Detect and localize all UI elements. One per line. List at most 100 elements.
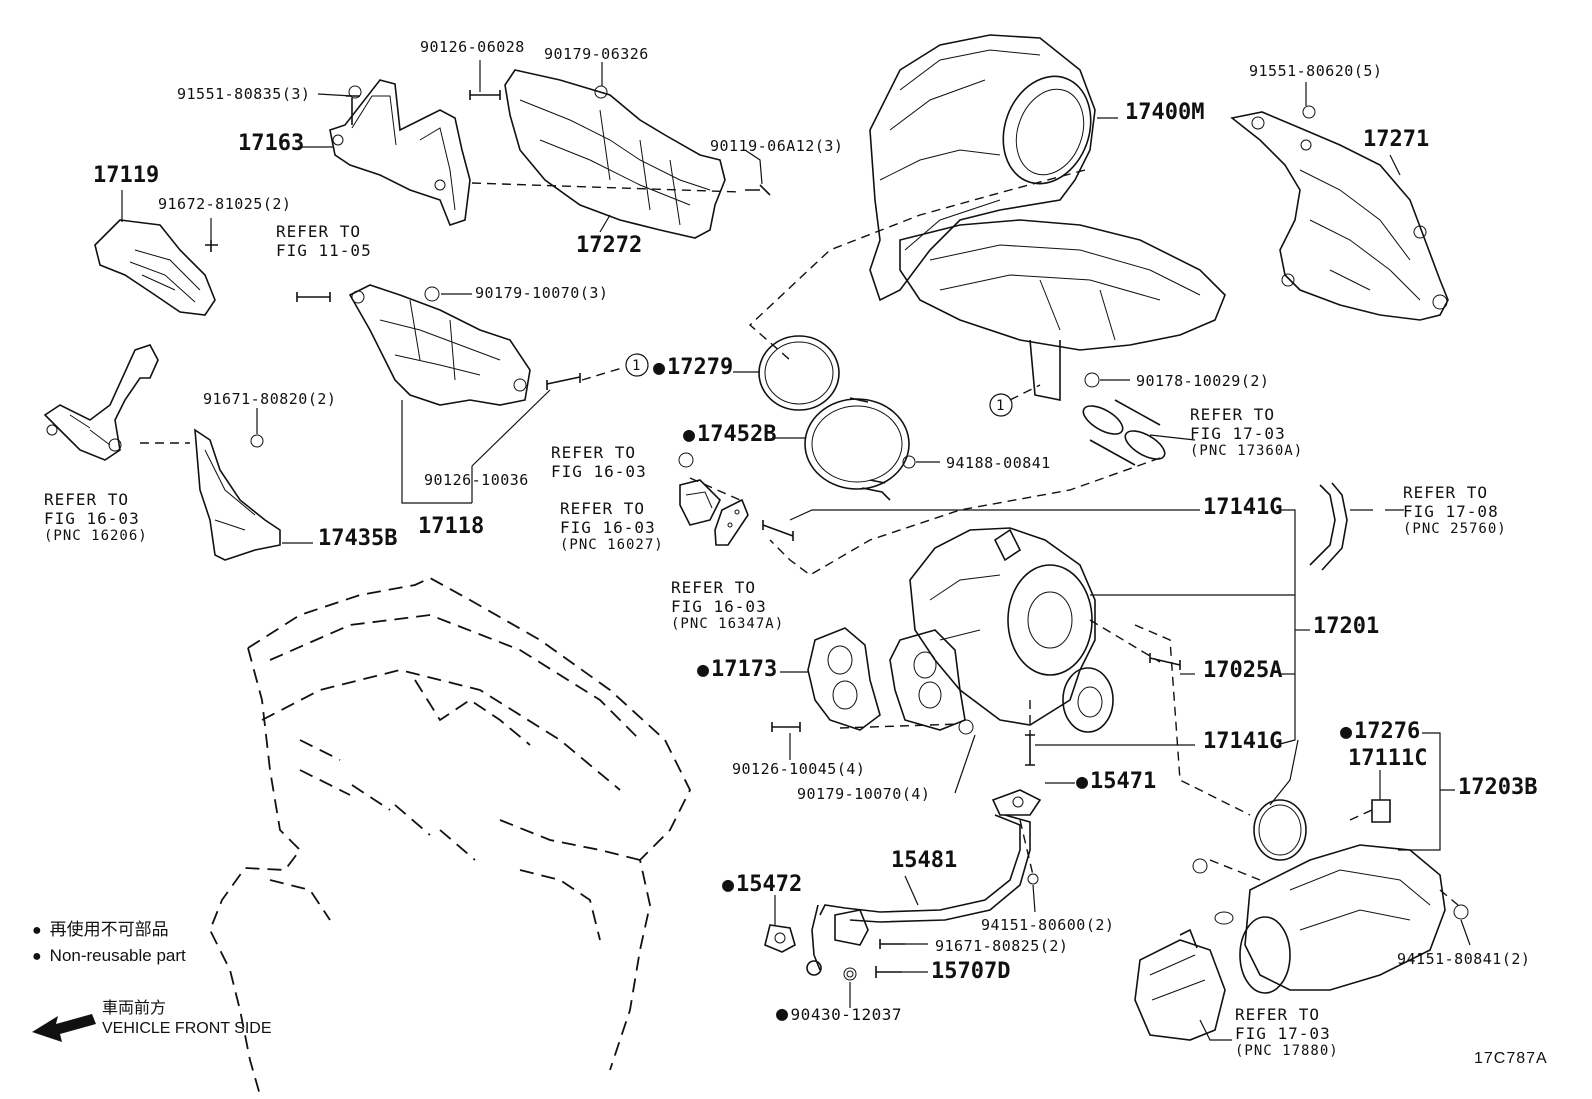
label-17279: 17279 <box>653 357 733 379</box>
ref-pnc: (PNC 16027) <box>560 537 664 553</box>
label-15707D: 15707D <box>931 959 1011 984</box>
label-17201: 17201 <box>1313 614 1380 639</box>
ref-line-2: FIG 17-03 <box>1235 1024 1331 1043</box>
circle-marker-1b-text: 1 <box>996 398 1005 414</box>
ref-fig-16-03-pnc-16347A: REFER TO FIG 16-03 (PNC 16347A) <box>671 578 784 633</box>
label-91671-80825: 91671-80825(2) <box>935 937 1069 955</box>
ref-line-2: FIG 17-03 <box>1190 424 1286 443</box>
label-17203B: 17203B <box>1458 775 1538 800</box>
insulator-17272-drawing <box>470 70 770 238</box>
label-94151-80841: 94151-80841(2) <box>1397 950 1531 968</box>
label-94151-80600: 94151-80600(2) <box>981 916 1115 934</box>
gasket-17173-drawing <box>808 628 880 730</box>
ref-line-2: FIG 16-03 <box>560 518 656 537</box>
ref-pnc: (PNC 16206) <box>44 528 148 544</box>
label-17452B: 17452B <box>683 424 776 446</box>
ref-line-1: REFER TO <box>1403 483 1489 502</box>
label-17272: 17272 <box>576 233 643 258</box>
bracket-17163-drawing <box>330 80 470 225</box>
ref-fig-17-03-pnc-17360A: REFER TO FIG 17-03 (PNC 17360A) <box>1190 405 1303 460</box>
diagram-id: 17C787A <box>1474 1050 1548 1067</box>
label-17111C: 17111C <box>1348 746 1428 771</box>
label-90126-10036: 90126-10036 <box>424 471 529 489</box>
sensor-cylinder-drawing <box>1079 400 1169 465</box>
ref-pnc: (PNC 17880) <box>1235 1043 1339 1059</box>
ref-pnc: (PNC 25760) <box>1403 521 1507 537</box>
leader-lines <box>122 60 1470 1040</box>
circle-marker-1b <box>990 394 1012 416</box>
label-17173: 17173 <box>697 659 777 681</box>
ref-fig-16-03-pnc-16027: REFER TO FIG 16-03 (PNC 16027) <box>560 499 664 554</box>
ref-pnc: (PNC 16347A) <box>671 616 785 632</box>
hose-25760-drawing <box>1310 483 1347 570</box>
legend-front-jp: 車両前方 <box>102 1000 167 1017</box>
flange-drawing <box>890 630 965 730</box>
label-17118: 17118 <box>418 514 485 539</box>
ref-line-2: FIG 16-03 <box>671 597 767 616</box>
legend-front-en: VEHICLE FRONT SIDE <box>102 1020 272 1037</box>
elbow-17203B-drawing <box>1135 800 1445 1040</box>
label-17025A: 17025A <box>1203 658 1283 683</box>
label-90430-12037: 90430-12037 <box>776 1004 902 1024</box>
label-91671-80820: 91671-80820(2) <box>203 390 337 408</box>
small-gaskets-drawing <box>680 480 748 545</box>
label-90178-10029: 90178-10029(2) <box>1136 372 1270 390</box>
ref-fig-17-08-pnc-25760: REFER TO FIG 17-08 (PNC 25760) <box>1403 483 1507 538</box>
manifold-17400M-drawing <box>870 35 1225 400</box>
label-17276: 17276 <box>1340 721 1420 743</box>
bracket-17435B-drawing <box>45 345 280 560</box>
label-17271: 17271 <box>1363 127 1430 152</box>
label-90119-06A12: 90119-06A12(3) <box>710 137 844 155</box>
label-90179-06326: 90179-06326 <box>544 45 649 63</box>
label-17400M: 17400M <box>1125 100 1205 125</box>
label-90126-06028: 90126-06028 <box>420 38 525 56</box>
label-15472: 15472 <box>722 874 802 896</box>
ref-line-1: REFER TO <box>276 222 362 241</box>
bullet-icon <box>32 946 50 965</box>
label-90179-10070-4: 90179-10070(4) <box>797 785 931 803</box>
studs-drawing <box>251 106 1468 980</box>
label-91672-81025: 91672-81025(2) <box>158 195 292 213</box>
label-15481: 15481 <box>891 848 958 873</box>
insulator-17271-drawing <box>1232 112 1448 320</box>
label-17163: 17163 <box>238 131 305 156</box>
ref-line-1: REFER TO <box>1190 405 1276 424</box>
ref-line-1: REFER TO <box>44 490 130 509</box>
bullet-icon <box>32 920 50 939</box>
ref-fig-11-05: REFER TO FIG 11-05 <box>276 222 372 260</box>
ref-line-1: REFER TO <box>560 499 646 518</box>
circle-marker-1a-text: 1 <box>632 358 641 374</box>
clamp-17452B-drawing <box>805 398 909 500</box>
ref-line-1: REFER TO <box>551 443 637 462</box>
label-17141G-upper: 17141G <box>1203 495 1283 520</box>
label-91551-80620: 91551-80620(5) <box>1249 62 1383 80</box>
ref-pnc: (PNC 17360A) <box>1190 443 1304 459</box>
label-17141G-lower: 17141G <box>1203 729 1283 754</box>
ref-line-2: FIG 17-08 <box>1403 502 1499 521</box>
ref-line-2: FIG 11-05 <box>276 241 372 260</box>
ref-fig-16-03-pnc-16206: REFER TO FIG 16-03 (PNC 16206) <box>44 490 148 545</box>
oil-pipe-15481-drawing <box>765 790 1040 975</box>
ref-fig-17-03-pnc-17880: REFER TO FIG 17-03 (PNC 17880) <box>1235 1005 1339 1060</box>
gasket-17279-drawing <box>759 336 839 410</box>
legend-non-reusable-en: Non-reusable part <box>32 946 186 967</box>
bracket-17118-drawing <box>350 285 530 405</box>
label-94188-00841: 94188-00841 <box>946 454 1051 472</box>
dashed-guides <box>140 170 1458 905</box>
front-arrow-icon <box>32 1014 96 1042</box>
label-91551-80835: 91551-80835(3) <box>177 85 311 103</box>
label-15471: 15471 <box>1076 771 1156 793</box>
label-90126-10045: 90126-10045(4) <box>732 760 866 778</box>
circle-marker-1a <box>626 354 648 376</box>
label-17119: 17119 <box>93 163 160 188</box>
label-17435B: 17435B <box>318 526 398 551</box>
legend-non-reusable-jp: 再使用不可部品 <box>32 920 169 941</box>
ref-line-1: REFER TO <box>1235 1005 1321 1024</box>
engine-block-outline <box>210 578 690 1095</box>
turbocharger-17201-drawing <box>910 528 1113 732</box>
legend-jp-text: 再使用不可部品 <box>49 920 169 939</box>
insulator-17119-drawing <box>95 220 218 315</box>
ref-line-2: FIG 16-03 <box>44 509 140 528</box>
